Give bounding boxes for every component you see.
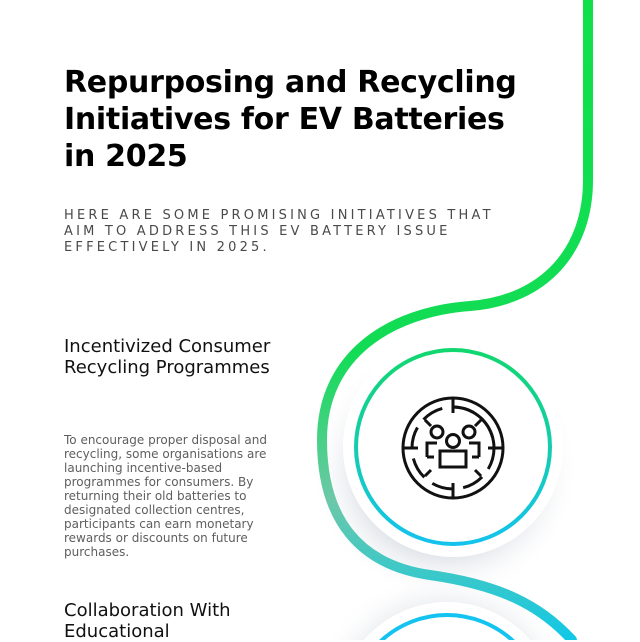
section-title-educational-collaboration: Collaboration With Educational [64,600,231,642]
page-title: Repurposing and Recycling Initiatives fo… [64,65,517,174]
page-subtitle: HERE ARE SOME PROMISING INITIATIVES THAT… [64,208,494,255]
section-title-consumer-recycling: Incentivized Consumer Recycling Programm… [64,336,271,378]
people-target-icon [400,395,506,501]
section-body-consumer-recycling: To encourage proper disposal and recycli… [64,433,267,559]
